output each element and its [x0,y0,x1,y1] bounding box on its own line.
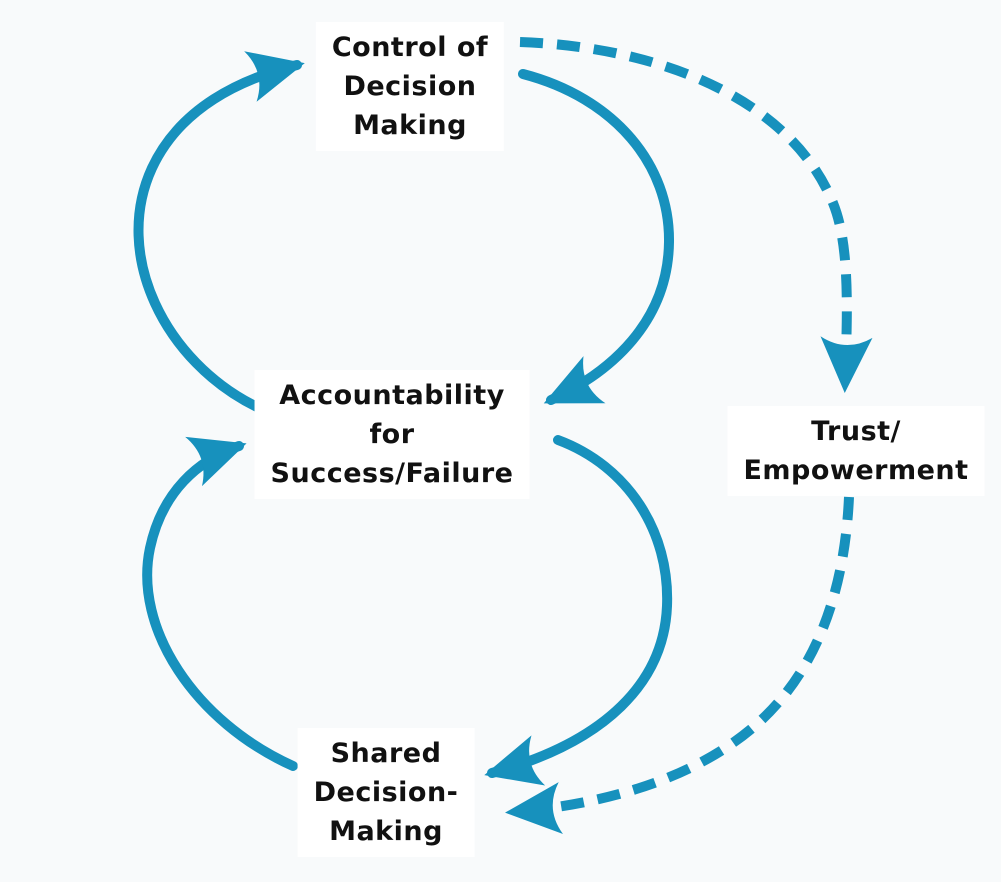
node-accountability-line-3: Success/Failure [270,458,514,490]
node-shared-line-2: Decision- [313,777,459,809]
arrow-control-to-accountability [518,69,675,405]
node-accountability-line-2: for [369,419,415,451]
node-control-line-1: Control of [331,32,489,63]
node-accountability-for-success-failure: Accountability for Success/Failure [254,370,530,500]
node-shared-decision-making: Shared Decision- Making [297,728,475,858]
node-control-of-decision-making: Control of Decision Making [315,22,505,152]
arrow-control-to-trust-dashed [519,37,873,393]
node-shared-line-3: Making [329,816,443,848]
arrow-trust-to-shared-dashed [505,496,854,834]
node-control-line-2: Decision [343,71,477,103]
node-trust-empowerment: Trust/ Empowerment [727,406,985,497]
node-control-line-3: Making [353,110,467,142]
node-trust-line-2: Empowerment [743,455,969,487]
node-trust-line-1: Trust/ [811,416,901,447]
node-accountability-line-1: Accountability [279,380,505,411]
arrow-shared-to-accountability [142,436,298,771]
arrow-accountability-to-shared [484,435,673,786]
node-shared-line-1: Shared [330,738,442,769]
arrow-accountability-to-control [133,51,305,412]
